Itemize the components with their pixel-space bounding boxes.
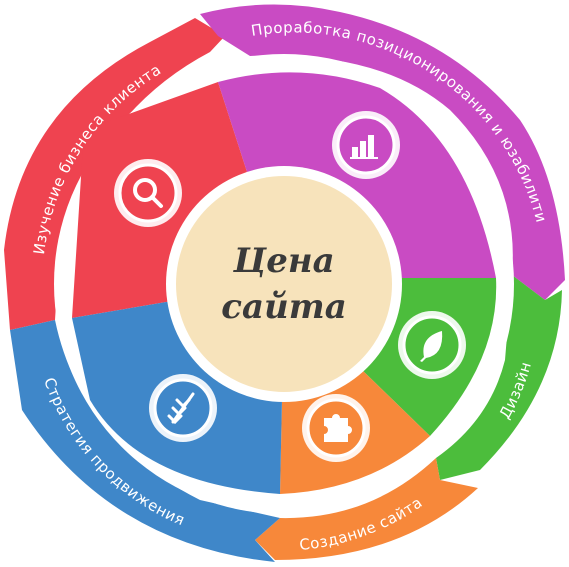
outer-segment-build — [255, 458, 478, 560]
icon-badge-positioning — [332, 111, 400, 179]
outer-segment-promotion — [10, 320, 280, 562]
puzzle-icon — [324, 414, 352, 442]
icon-badge-promotion — [149, 374, 217, 442]
icon-badge-build — [302, 394, 370, 462]
feather-icon — [420, 331, 443, 362]
outer-segment-positioning — [200, 4, 565, 301]
icon-badge-research — [114, 159, 182, 227]
outer-segment-design — [436, 275, 562, 480]
chevrons-icon — [167, 392, 195, 425]
bar-chart-icon — [350, 135, 378, 159]
center-title-line1: Цена — [232, 241, 334, 281]
magnifier-icon — [133, 178, 163, 208]
icon-badge-design — [398, 311, 466, 379]
center-disc — [176, 176, 392, 392]
center-title-line2: сайта — [221, 287, 346, 327]
